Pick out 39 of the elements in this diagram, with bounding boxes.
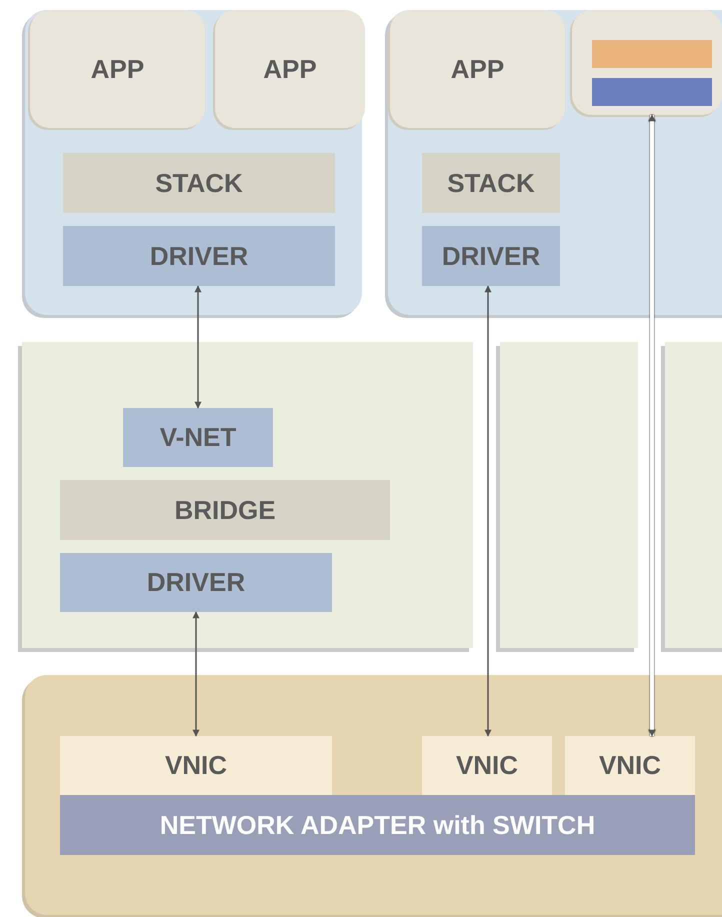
layer-label: DRIVER: [150, 240, 248, 272]
network-adapter-bar: [60, 795, 695, 855]
layer-label: VNIC: [598, 750, 662, 781]
vnic-box: [565, 736, 695, 795]
app-box: [215, 10, 365, 128]
layer-label: APP: [263, 54, 317, 84]
driver-layer: [60, 553, 332, 612]
layer-label: V-NET: [160, 422, 236, 453]
driver-layer: [422, 226, 560, 286]
hardware-panel: [25, 675, 722, 915]
driver-layer: [63, 226, 335, 286]
host-panel: [500, 342, 638, 648]
layer-label: APP: [450, 54, 504, 84]
vnic-box: [422, 736, 552, 795]
app-box: [390, 10, 565, 128]
layer-label: BRIDGE: [174, 494, 276, 526]
layer-label: VNIC: [164, 750, 228, 781]
app-box: [572, 10, 722, 115]
layer-label: NETWORK ADAPTER with SWITCH: [160, 810, 596, 840]
stack-layer: [60, 480, 390, 540]
layer-label: DRIVER: [442, 240, 540, 272]
host-panel: [665, 342, 722, 648]
stack-layer: [422, 153, 560, 213]
layer-label: STACK: [447, 168, 535, 198]
stack-layer: [63, 153, 335, 213]
double-arrow: [648, 114, 656, 737]
layer-label: APP: [90, 54, 144, 84]
layer-label: DRIVER: [146, 567, 246, 598]
double-arrow: [194, 285, 202, 409]
app-box: [30, 10, 205, 128]
double-arrow: [484, 285, 492, 737]
vnic-box: [60, 736, 332, 795]
driver-layer: [123, 408, 273, 467]
virtual-machine-panel: [25, 10, 362, 315]
double-arrow: [192, 611, 200, 737]
layer-label: VNIC: [456, 750, 518, 781]
virtual-machine-panel: [388, 10, 722, 315]
host-panel: [22, 342, 473, 648]
layer-label: STACK: [155, 168, 243, 198]
